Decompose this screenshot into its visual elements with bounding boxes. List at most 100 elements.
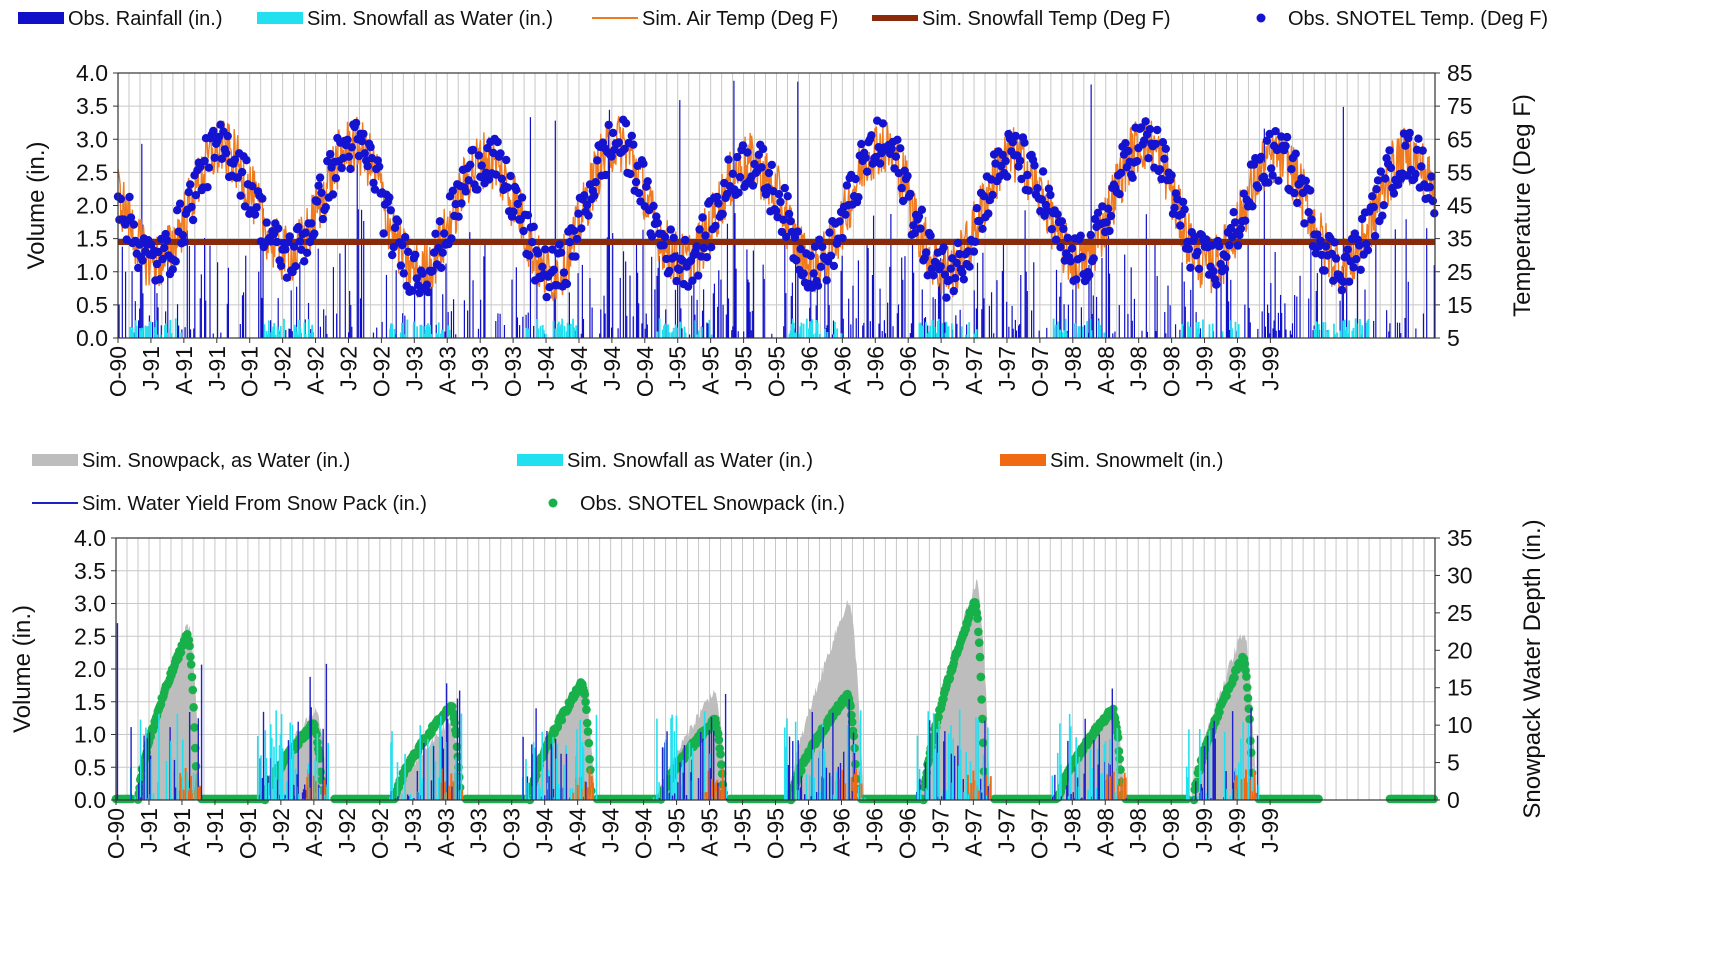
- snotel-snowpack-point: [188, 685, 198, 695]
- snotel-temp-point: [1144, 154, 1153, 163]
- snotel-temp-point: [209, 126, 218, 136]
- snotel-temp-point: [1236, 224, 1246, 233]
- x-tick-label: A-92: [301, 808, 327, 857]
- snotel-temp-point: [735, 172, 745, 182]
- snotel-temp-point: [1225, 241, 1234, 250]
- legend-item: Sim. Water Yield From Snow Pack (in.): [32, 493, 427, 515]
- y-tick-label: 3.5: [74, 558, 106, 584]
- snotel-temp-point: [357, 137, 367, 146]
- snotel-temp-point: [389, 242, 398, 252]
- y-tick-label: 2.0: [76, 193, 108, 219]
- x-tick-label: A-97: [961, 346, 987, 395]
- snotel-temp-point: [138, 256, 147, 265]
- snotel-temp-point: [556, 248, 566, 257]
- snotel-temp-point: [1132, 157, 1142, 166]
- snotel-temp-point: [1262, 136, 1272, 145]
- snotel-temp-point: [1044, 184, 1054, 193]
- snotel-snowpack-point: [584, 738, 594, 748]
- snotel-temp-point: [675, 265, 684, 274]
- snotel-temp-point: [379, 229, 388, 238]
- snotel-temp-point: [903, 171, 912, 181]
- x-tick-label: J-99: [1191, 808, 1217, 853]
- snotel-temp-point: [346, 164, 355, 174]
- snotel-temp-point: [180, 237, 189, 247]
- legend-swatch: [1000, 454, 1046, 466]
- snotel-temp-point: [1207, 241, 1217, 250]
- snotel-temp-point: [826, 251, 836, 260]
- snotel-temp-point: [217, 154, 227, 163]
- snotel-temp-point: [396, 261, 406, 270]
- snotel-temp-point: [1089, 254, 1098, 263]
- snotel-temp-point: [326, 149, 335, 159]
- snotel-temp-point: [1085, 270, 1094, 280]
- snotel-temp-point: [1222, 252, 1231, 262]
- snotel-temp-point: [926, 231, 935, 240]
- snotel-temp-point: [649, 201, 658, 211]
- snotel-snowpack-point: [186, 652, 195, 662]
- snotel-temp-point: [793, 227, 802, 236]
- snotel-temp-point: [571, 252, 580, 261]
- snotel-temp-point: [683, 282, 693, 291]
- snotel-snowpack-point: [585, 754, 594, 764]
- snotel-temp-point: [965, 262, 974, 271]
- snotel-temp-point: [289, 242, 299, 251]
- snotel-temp-point: [822, 276, 831, 285]
- x-tick-label: A-96: [829, 346, 855, 395]
- x-tick-label: A-99: [1224, 808, 1250, 857]
- snotel-temp-point: [1256, 152, 1266, 162]
- legend-item: Sim. Snowmelt (in.): [1000, 450, 1223, 472]
- snotel-temp-point: [351, 118, 361, 128]
- snotel-temp-point: [1330, 238, 1339, 247]
- snotel-temp-point: [1124, 146, 1133, 156]
- snotel-temp-point: [1291, 149, 1300, 158]
- snotel-temp-point: [1425, 183, 1435, 192]
- snotel-temp-point: [780, 183, 789, 193]
- snotel-temp-point: [1121, 139, 1130, 148]
- snotel-temp-point: [435, 217, 445, 226]
- snotel-temp-point: [950, 274, 960, 283]
- snotel-temp-point: [1047, 225, 1057, 234]
- y2-tick-label: 85: [1447, 60, 1473, 86]
- x-tick-label: J-95: [664, 808, 690, 853]
- snotel-temp-point: [867, 131, 876, 140]
- x-tick-label: J-91: [138, 346, 164, 391]
- snotel-temp-point: [1411, 169, 1420, 179]
- snotel-temp-point: [757, 163, 766, 172]
- snotel-snowpack-point: [1243, 693, 1253, 703]
- snotel-temp-point: [178, 231, 188, 240]
- snotel-temp-point: [1290, 188, 1299, 198]
- snotel-temp-point: [659, 241, 668, 250]
- snotel-temp-point: [936, 262, 945, 271]
- snotel-temp-point: [813, 281, 823, 290]
- snotel-temp-point: [971, 237, 980, 246]
- snotel-temp-point: [1307, 215, 1316, 224]
- snotel-temp-point: [519, 226, 528, 236]
- snotel-temp-point: [761, 190, 771, 199]
- snotel-temp-point: [688, 276, 697, 285]
- legend-label: Obs. SNOTEL Temp. (Deg F): [1288, 8, 1548, 30]
- x-tick-label: A-91: [171, 346, 197, 395]
- snotel-temp-point: [1128, 173, 1137, 182]
- snotel-temp-point: [699, 243, 709, 253]
- snotel-temp-point: [1357, 214, 1367, 224]
- snotel-temp-point: [842, 181, 852, 190]
- snotel-temp-point: [282, 273, 292, 282]
- snotel-temp-point: [1267, 164, 1276, 173]
- snotel-temp-point: [403, 247, 413, 256]
- snotel-temp-point: [188, 215, 198, 225]
- snotel-temp-point: [542, 292, 551, 302]
- snotel-snowpack-point: [189, 703, 198, 712]
- x-tick-label: A-97: [960, 808, 986, 857]
- snotel-temp-point: [1194, 264, 1204, 273]
- y2-tick-label: 45: [1447, 193, 1473, 219]
- snotel-snowpack-point: [582, 705, 591, 714]
- snotel-temp-point: [491, 170, 501, 179]
- x-tick-label: A-93: [434, 346, 460, 395]
- snotel-temp-point: [799, 269, 808, 278]
- snotel-temp-point: [718, 209, 727, 219]
- snotel-temp-point: [1151, 139, 1160, 149]
- snotel-temp-point: [810, 242, 820, 251]
- snotel-snowpack-point: [978, 738, 988, 748]
- snotel-temp-point: [1020, 138, 1029, 147]
